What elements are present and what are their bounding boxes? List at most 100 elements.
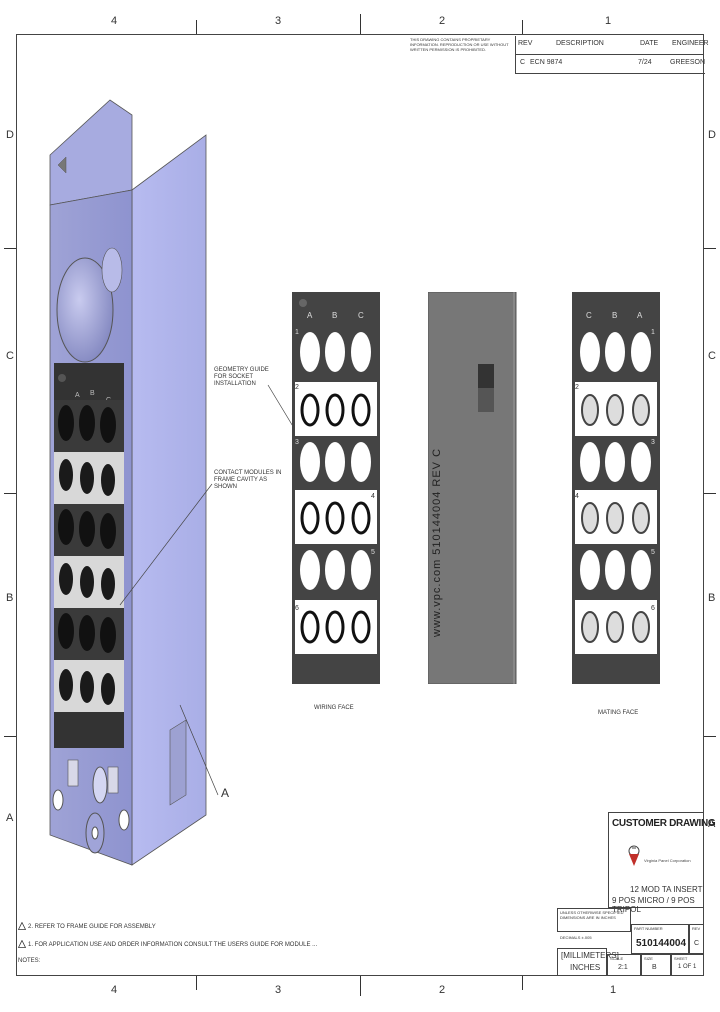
rev-value: C xyxy=(694,940,700,947)
zone-tick xyxy=(522,976,523,990)
zone-col-2-bottom: 2 xyxy=(439,984,446,996)
revision-block-divider xyxy=(515,54,704,55)
zone-tick xyxy=(522,20,523,34)
side-view: www.vpc.com 510144004 REV C xyxy=(428,292,517,684)
wiring-col-c: C xyxy=(358,311,364,320)
mating-face-label: MATING FACE xyxy=(598,710,639,716)
zone-col-2-top: 2 xyxy=(439,15,446,27)
zone-tick xyxy=(360,14,361,34)
iso-col-b: B xyxy=(90,390,95,397)
wiring-row-1: 1 xyxy=(295,329,371,372)
iso-module-6 xyxy=(54,660,124,712)
rev-value-description: ECN 9874 xyxy=(530,59,563,66)
sheet-label: SHEET xyxy=(674,956,688,961)
wiring-face-view: A B C 1 2 3 4 5 6 xyxy=(292,292,380,684)
scale-cell xyxy=(607,954,641,976)
svg-text:5: 5 xyxy=(371,549,375,556)
zone-tick xyxy=(704,736,716,737)
rev-cell xyxy=(689,924,704,954)
cam-latch xyxy=(56,257,114,363)
callout-contact-modules: CONTACT MODULES IN FRAME CAVITY AS SHOWN xyxy=(214,470,282,490)
title-block-notes-cell xyxy=(557,908,631,932)
mating-row-5: 5 xyxy=(580,549,655,590)
rev-label: REV xyxy=(692,926,701,931)
callout-geometry-guide: GEOMETRY GUIDE FOR SOCKET INSTALLATION xyxy=(214,367,269,387)
zone-col-4-bottom: 4 xyxy=(111,984,118,996)
customer-drawing-label: CUSTOMER DRAWING xyxy=(612,818,716,829)
iso-module-4 xyxy=(54,556,124,608)
drawing-border xyxy=(16,34,704,976)
warning-triangle-icon xyxy=(18,922,26,930)
decimal-note: DECIMALS ±.005 xyxy=(560,935,592,940)
zone-row-b-left: B xyxy=(6,592,14,604)
zone-tick xyxy=(4,248,16,249)
units-primary: [MILLIMETERS] xyxy=(561,951,619,960)
zone-row-c-left: C xyxy=(6,350,14,362)
rev-header-date: DATE xyxy=(640,40,659,47)
isometric-view: A B C xyxy=(49,99,207,866)
svg-text:4: 4 xyxy=(575,493,579,500)
size-value: B xyxy=(652,964,657,971)
mating-col-c: C xyxy=(586,311,592,320)
zone-row-b-right: B xyxy=(708,592,716,604)
scale-label: SCALE xyxy=(610,956,624,961)
zone-col-1-bottom: 1 xyxy=(610,984,617,996)
part-number: 510144004 xyxy=(636,938,687,949)
wiring-row-4: 4 xyxy=(295,490,377,544)
zone-tick xyxy=(704,248,716,249)
title-line-2: 9 POS MICRO / 9 POS TRIPOL xyxy=(612,896,695,914)
rev-header-rev: REV xyxy=(518,40,533,47)
detail-callout-a: A xyxy=(221,786,230,800)
svg-text:3: 3 xyxy=(295,439,299,446)
proprietary-notice: THIS DRAWING CONTAINS PROPRIETARY INFORM… xyxy=(410,37,509,52)
svg-text:2: 2 xyxy=(295,384,299,391)
iso-module-1 xyxy=(54,400,124,452)
zone-tick xyxy=(196,976,197,990)
svg-text:6: 6 xyxy=(295,605,299,612)
note-1: 1. FOR APPLICATION USE AND ORDER INFORMA… xyxy=(28,942,318,948)
rev-value-engineer: GREESON xyxy=(670,59,706,66)
svg-text:4: 4 xyxy=(371,493,375,500)
wiring-col-b: B xyxy=(332,311,337,320)
iso-module-3 xyxy=(54,504,124,556)
side-view-marking: www.vpc.com 510144004 REV C xyxy=(431,448,443,638)
wiring-face-label: WIRING FACE xyxy=(314,705,354,711)
rev-header-description: DESCRIPTION xyxy=(556,40,604,47)
zone-col-1-top: 1 xyxy=(605,15,612,27)
mating-row-1: 1 xyxy=(580,329,655,372)
zone-row-c-right: C xyxy=(708,350,716,362)
zone-tick xyxy=(4,736,16,737)
sheet-cell xyxy=(671,954,704,976)
rev-header-engineer: ENGINEER xyxy=(672,40,709,47)
title-block-customer xyxy=(608,812,704,908)
svg-text:2: 2 xyxy=(575,384,579,391)
frame-top xyxy=(49,99,133,206)
units-secondary: INCHES xyxy=(570,963,601,972)
zone-tick xyxy=(360,976,361,996)
zone-tick xyxy=(704,493,716,494)
rev-value-date: 7/24 xyxy=(638,59,652,66)
svg-text:6: 6 xyxy=(651,605,655,612)
note-2: 2. REFER TO FRAME GUIDE FOR ASSEMBLY xyxy=(28,924,156,930)
svg-text:5: 5 xyxy=(651,549,655,556)
warning-triangle-icon xyxy=(18,940,26,948)
part-number-cell xyxy=(631,924,689,954)
svg-text:3: 3 xyxy=(651,439,655,446)
mating-col-a: A xyxy=(637,311,643,320)
mating-face-view: C B A 1 2 3 4 5 6 xyxy=(572,292,660,684)
mating-col-b: B xyxy=(612,311,617,320)
wiring-row-2: 2 xyxy=(295,382,377,436)
zone-tick xyxy=(4,493,16,494)
mating-row-4: 4 xyxy=(575,490,657,544)
zone-col-3-bottom: 3 xyxy=(275,984,282,996)
svg-text:1: 1 xyxy=(651,329,655,336)
company-logo xyxy=(628,845,640,866)
wiring-row-6: 6 xyxy=(295,600,377,654)
company-name: Virginia Panel Corporation xyxy=(644,858,691,863)
size-cell xyxy=(641,954,671,976)
mating-row-6: 6 xyxy=(575,600,657,654)
svg-text:1: 1 xyxy=(295,329,299,336)
iso-modules xyxy=(54,400,124,712)
title-line-1: 12 MOD TA INSERT xyxy=(630,885,703,894)
mating-row-3: 3 xyxy=(580,439,655,482)
